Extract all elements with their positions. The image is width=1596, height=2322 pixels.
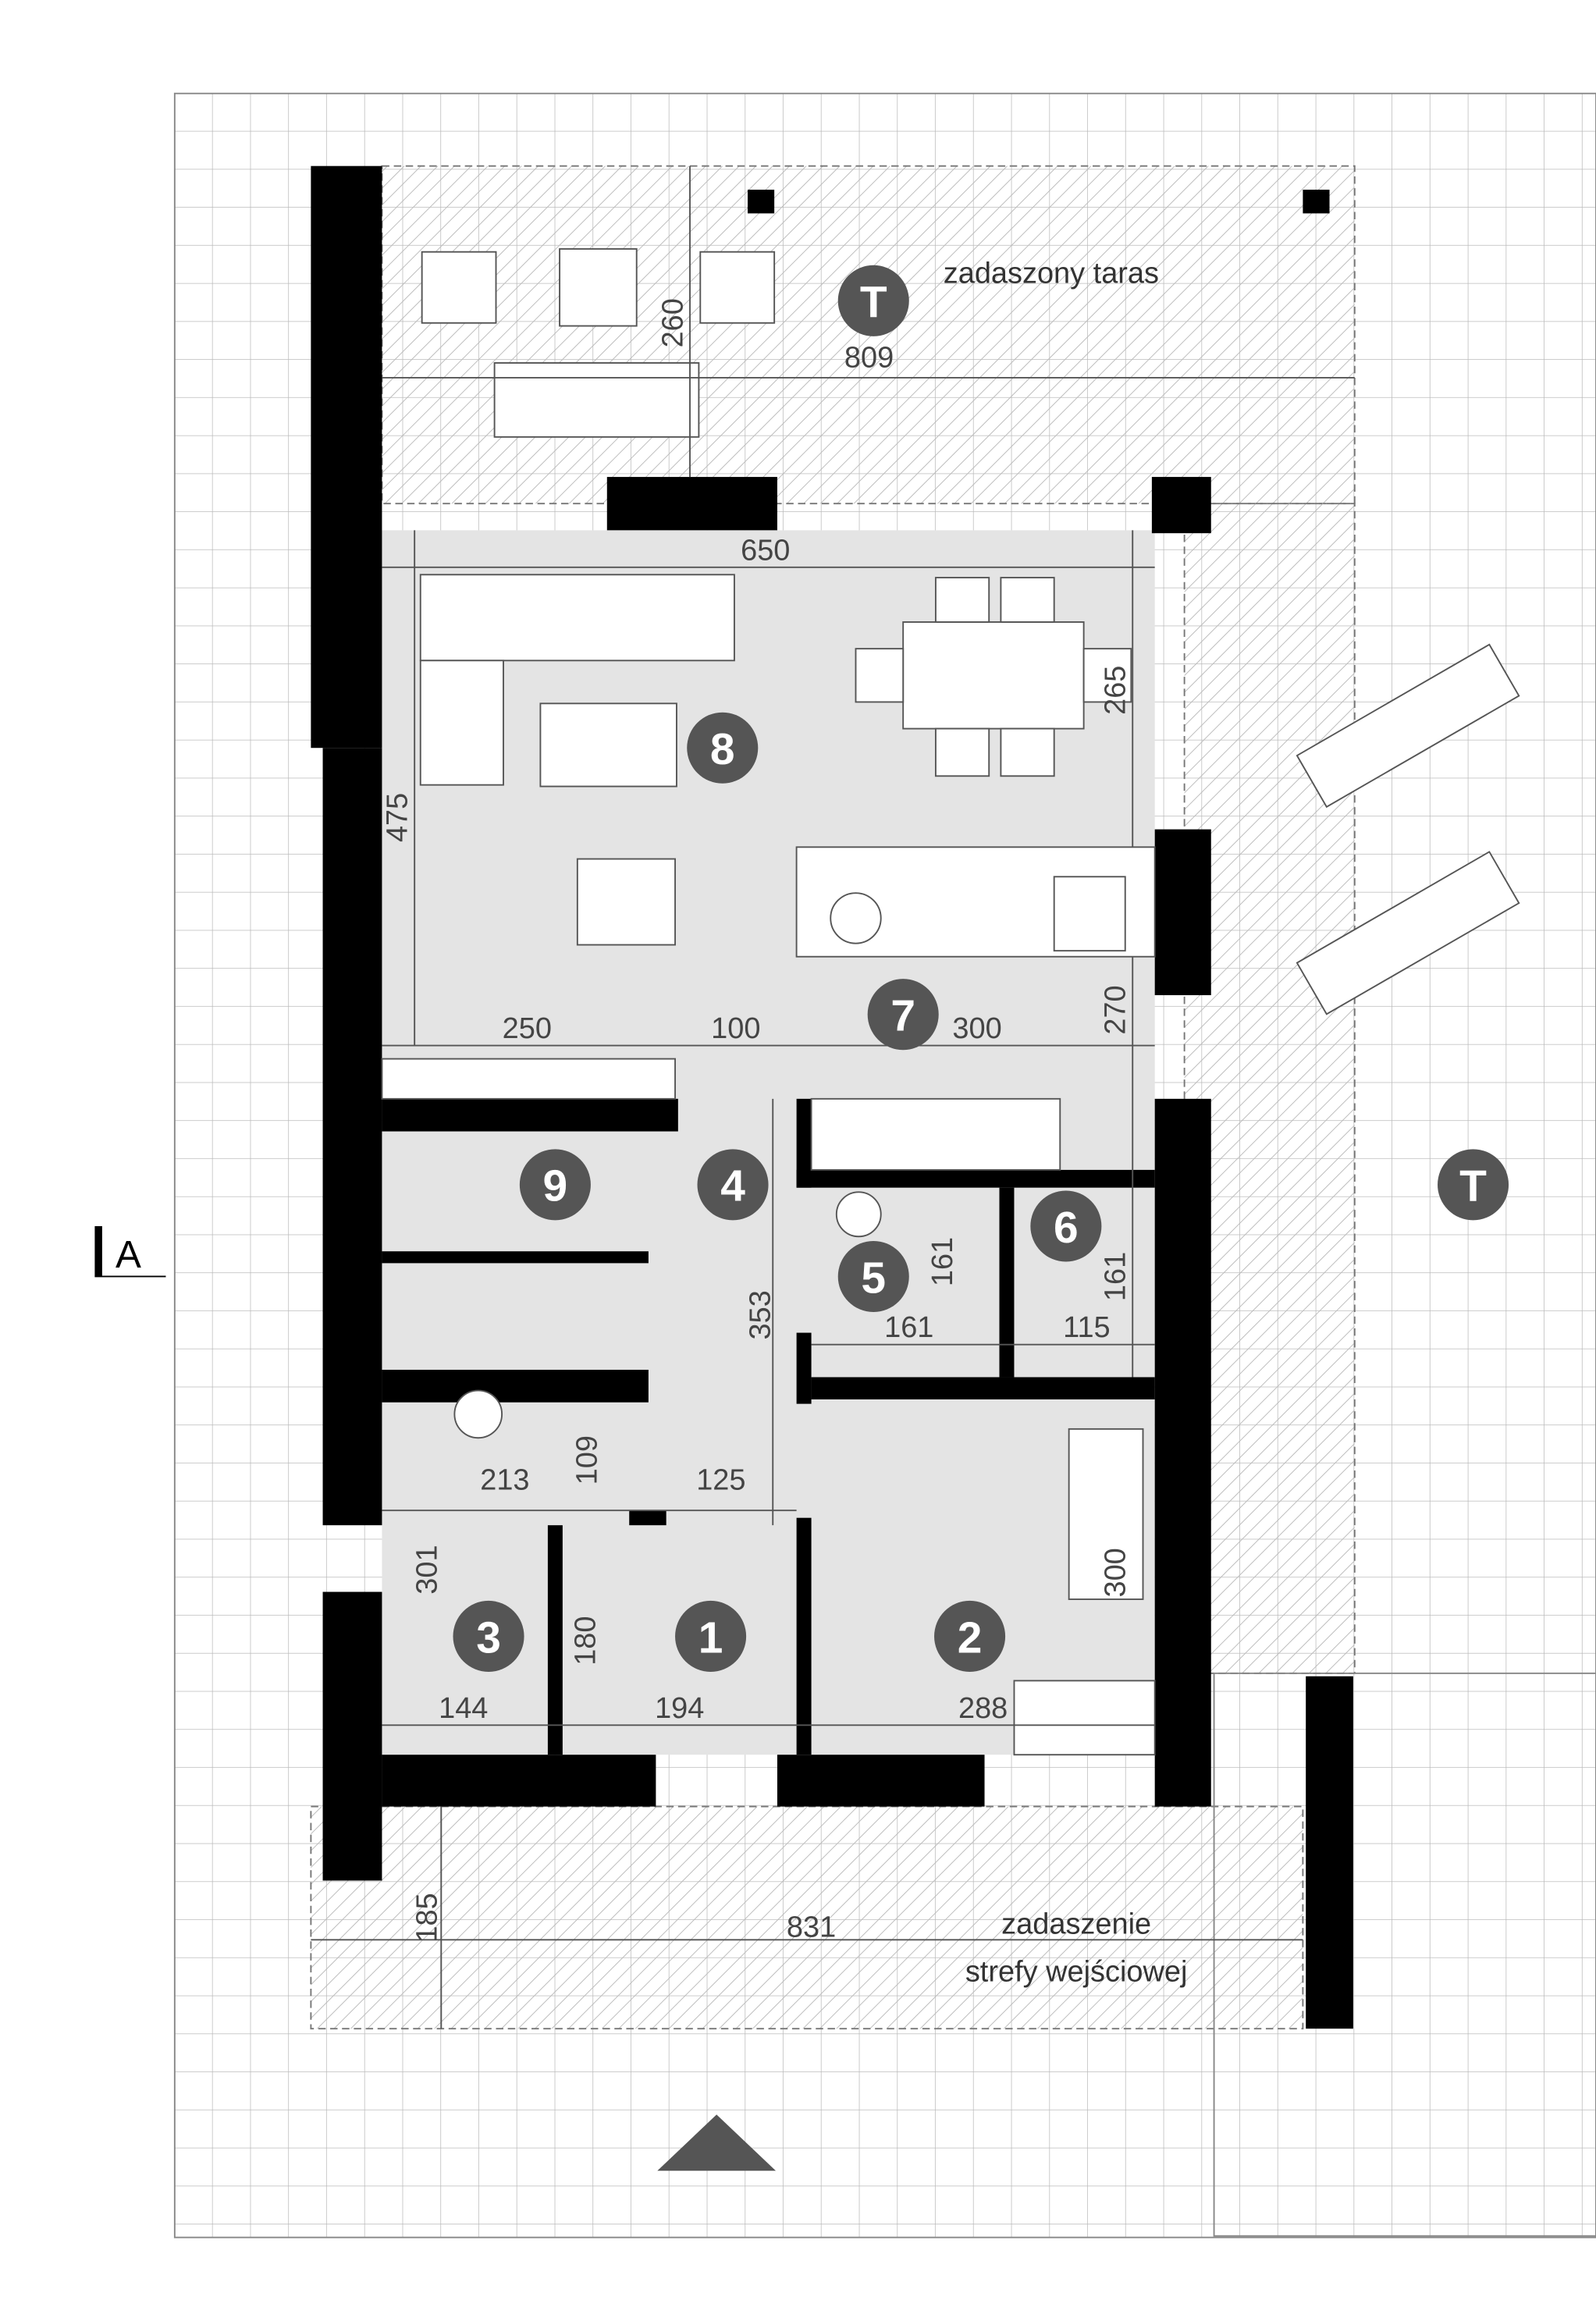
entrance-canopy [310,1805,1304,2030]
dim-living-width: 650 [741,534,790,567]
side-terrace [1183,503,1356,1674]
room-9: 9 [543,1161,568,1211]
dim-living-depth: 475 [382,793,414,842]
dim-room3-h: 301 [411,1545,444,1594]
room-5: 5 [861,1253,886,1303]
dim-dining-depth: 265 [1100,666,1132,715]
room-terrace-top: T [860,277,887,327]
dim-hall-h: 109 [571,1435,604,1485]
dim-terrace-width: 809 [844,342,894,375]
entrance-arrow-icon [657,2114,777,2171]
dim-closet-h: 180 [570,1616,602,1665]
furniture [381,247,1520,1756]
dim-room2-w: 288 [958,1692,1008,1725]
room-1: 1 [698,1613,723,1662]
dim-100: 100 [711,1012,760,1045]
entrance-label-1: zadaszenie [1001,1908,1151,1941]
pillar [748,190,775,214]
room-4: 4 [720,1161,745,1211]
pillar [1303,190,1330,214]
dim-canopy-depth: 185 [411,1893,444,1942]
walls [311,165,1353,2029]
dim-bath-h: 161 [926,1237,959,1286]
dim-300: 300 [952,1012,1001,1045]
room-8: 8 [710,724,735,774]
dimension-lines [311,165,1355,2029]
room-3: 3 [476,1613,501,1662]
section-marker-bar [94,1225,102,1277]
room-7: 7 [890,991,915,1041]
dim-hall-depth: 353 [744,1290,777,1339]
dim-room3-w: 144 [439,1692,488,1725]
dim-vest-w: 125 [696,1464,745,1497]
dim-wc-h: 161 [1100,1252,1132,1301]
dim-kitchen-depth: 270 [1100,985,1132,1034]
dim-hall-w: 213 [480,1464,529,1497]
terrace-label: zadaszony taras [944,258,1159,290]
entrance-label-2: strefy wejściowej [965,1955,1188,1988]
dim-terrace-depth: 260 [657,298,690,347]
room-badges: 1 2 3 4 5 6 7 8 9 T T [453,265,1509,1672]
dim-bath-w: 161 [884,1311,933,1344]
dim-wc-w: 115 [1063,1311,1110,1344]
room-2: 2 [958,1613,983,1662]
dim-room2-h: 300 [1100,1548,1132,1597]
right-terrace-edge [1213,1672,1596,2237]
room-terrace-side: T [1459,1161,1487,1211]
section-marker: A [116,1233,141,1276]
dim-250: 250 [503,1012,552,1045]
room-6: 6 [1054,1203,1079,1253]
dim-room1-w: 194 [655,1692,704,1725]
dim-canopy-width: 831 [787,1911,836,1944]
